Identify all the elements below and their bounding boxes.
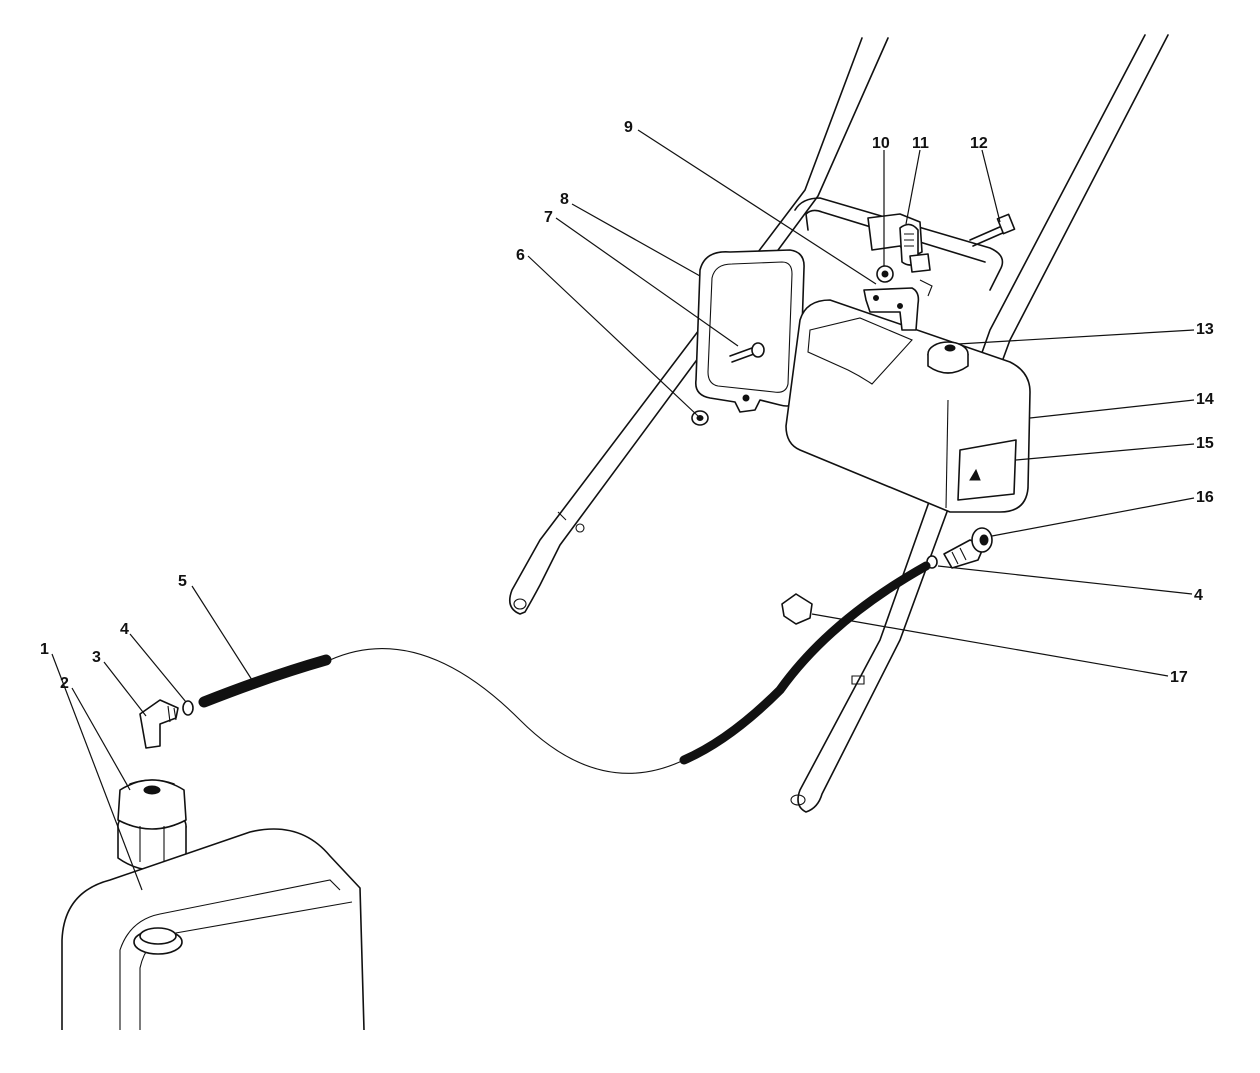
fuel-line-hose [198,561,931,774]
callout-10: 10 [872,135,890,152]
elbow-fitting-part-3 [139,699,179,749]
fuel-cap [927,341,969,374]
bolt-part-7 [729,342,765,363]
hose-clamp-part-4a [182,700,194,716]
callout-4-left: 4 [120,621,129,638]
callout-15: 15 [1196,435,1214,452]
engine-tank [61,828,365,1031]
cap-part-17 [781,593,813,625]
callout-9: 9 [624,119,633,136]
callout-4-right: 4 [1194,587,1203,604]
leader-lines [51,129,1195,891]
bolt-part-12 [969,213,1016,247]
callout-labels: 1 2 3 4 5 6 7 8 9 10 11 12 13 14 15 16 4… [40,119,1214,692]
callout-7: 7 [544,209,553,226]
nut-part-10 [876,265,894,283]
fuel-tank [785,279,1031,513]
callout-2: 2 [60,675,69,692]
callout-11: 11 [912,135,929,152]
callout-16: 16 [1196,489,1214,506]
callout-12: 12 [970,135,988,152]
callout-14: 14 [1196,391,1214,408]
callout-17: 17 [1170,669,1188,686]
tank-cap-part-2 [117,779,187,871]
callout-1: 1 [40,641,49,658]
mounting-bracket [694,249,805,413]
handle-assembly [509,34,1169,813]
callout-8: 8 [560,191,569,208]
callout-13: 13 [1196,321,1214,338]
callout-5: 5 [178,573,187,590]
callout-3: 3 [92,649,101,666]
callout-6: 6 [516,247,525,264]
hinge-bracket [867,213,931,273]
fuel-fitting-part-16 [943,527,993,569]
